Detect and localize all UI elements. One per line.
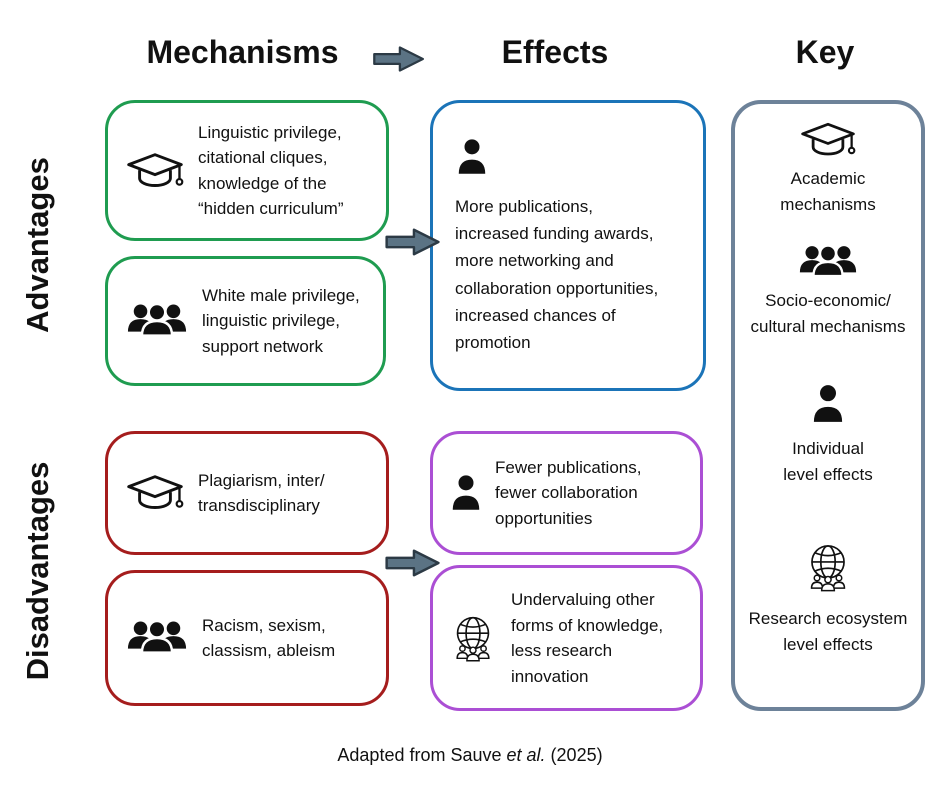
box-text: White male privilege, linguistic privile… (202, 285, 360, 356)
caption-text: (2025) (545, 745, 603, 765)
disadvantages-ecosystem-effects-box: Undervaluing other forms of knowledge, l… (430, 565, 703, 711)
people-group-icon (126, 617, 188, 659)
key-item-label: Individual level effects (783, 439, 873, 484)
column-header-effects: Effects (501, 34, 609, 70)
advantages-effects-box: More publications, increased funding awa… (430, 100, 706, 391)
box-text: Linguistic privilege, citational cliques… (198, 122, 344, 219)
box-text: Racism, sexism, classism, ableism (202, 615, 336, 661)
box-text: Undervaluing other forms of knowledge, l… (511, 590, 664, 686)
caption-italic-text: et al. (506, 745, 546, 765)
person-icon (451, 471, 481, 515)
people-group-icon (126, 300, 188, 342)
disadvantages-academic-mechanisms-box: Plagiarism, inter/ transdisciplinary (105, 431, 389, 555)
box-text: More publications, increased funding awa… (455, 197, 659, 352)
key-item-label: Research ecosystem level effects (748, 609, 908, 654)
disadvantages-individual-effects-box: Fewer publications, fewer collaboration … (430, 431, 703, 555)
person-icon (457, 133, 487, 181)
globe-people-icon (801, 538, 855, 596)
caption-text: Adapted from Sauve (337, 745, 507, 765)
key-item-label: Academic mechanisms (780, 169, 876, 214)
graduation-cap-icon (126, 472, 184, 514)
column-header-mechanisms: Mechanisms (146, 34, 339, 70)
graduation-cap-icon (126, 150, 184, 192)
row-label-advantages: Advantages (20, 157, 55, 333)
person-icon (812, 384, 844, 424)
disadvantages-flow-arrow-icon (384, 547, 442, 579)
box-text: Fewer publications, fewer collaboration … (495, 457, 642, 528)
advantages-academic-mechanisms-box: Linguistic privilege, citational cliques… (105, 100, 389, 241)
globe-people-icon (447, 609, 499, 667)
source-caption: Adapted from Sauve et al. (2025) (170, 745, 770, 766)
key-panel: Academic mechanisms Socio-economic/ cult… (731, 100, 925, 711)
row-label-disadvantages: Disadvantages (20, 461, 55, 681)
disadvantages-sociocultural-mechanisms-box: Racism, sexism, classism, ableism (105, 570, 389, 706)
advantages-flow-arrow-icon (384, 226, 442, 258)
header-flow-arrow-icon (372, 44, 426, 74)
column-header-key: Key (795, 34, 855, 70)
graduation-cap-icon (800, 120, 856, 160)
key-item-label: Socio-economic/ cultural mechanisms (750, 291, 906, 336)
box-text: Plagiarism, inter/ transdisciplinary (198, 470, 325, 516)
people-group-icon (798, 242, 858, 282)
advantages-sociocultural-mechanisms-box: White male privilege, linguistic privile… (105, 256, 386, 386)
